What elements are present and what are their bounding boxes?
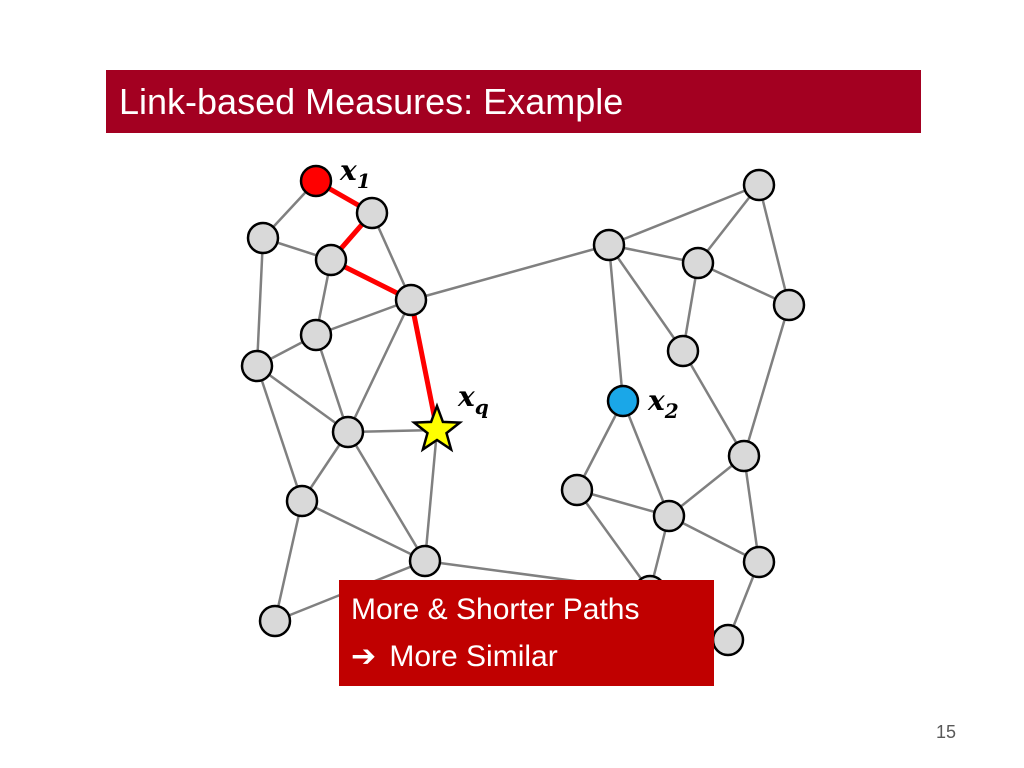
x2-node xyxy=(606,384,640,418)
graph-node xyxy=(742,168,776,202)
variable-labels: x1 xq x2 xyxy=(339,154,679,423)
graph-node xyxy=(246,221,280,255)
graph-edge xyxy=(696,261,791,307)
path-edge xyxy=(408,297,440,433)
x2-label-var: x xyxy=(647,384,665,417)
x2-label: x2 xyxy=(647,384,679,423)
graph-node xyxy=(408,544,442,578)
graph-edge xyxy=(423,428,439,563)
graph-node xyxy=(285,484,319,518)
graph-node xyxy=(560,473,594,507)
graph-edge xyxy=(314,333,350,434)
graph-edge xyxy=(314,298,413,337)
callout-line-2: ➔ More Similar xyxy=(351,637,558,677)
x1-label-sub: 1 xyxy=(357,169,371,193)
graph-edge xyxy=(575,399,625,492)
graph-nodes xyxy=(240,164,806,657)
graph-node xyxy=(331,415,365,449)
slide-title: Link-based Measures: Example xyxy=(119,81,624,122)
graph-node xyxy=(355,196,389,230)
graph-node xyxy=(394,283,428,317)
graph-node xyxy=(652,499,686,533)
query-star xyxy=(410,402,464,453)
graph-edge xyxy=(300,499,427,563)
graph-edge xyxy=(667,514,761,564)
callout-line-1: More & Shorter Paths xyxy=(351,593,640,626)
callout-box: More & Shorter Paths ➔ More Similar xyxy=(339,580,714,686)
graph-node xyxy=(299,318,333,352)
graph-node xyxy=(727,439,761,473)
graph-edge xyxy=(757,183,791,307)
graph-edge xyxy=(575,488,652,593)
x1-label: x1 xyxy=(339,154,371,193)
graph-edge xyxy=(346,298,413,434)
title-bar: Link-based Measures: Example xyxy=(106,70,921,133)
graph-edge xyxy=(742,454,761,564)
right-arrow-icon: ➔ xyxy=(351,640,377,673)
xq-label-var: x xyxy=(457,380,475,413)
graph-node xyxy=(666,334,700,368)
xq-label-sub: q xyxy=(475,395,489,419)
graph-edge xyxy=(681,349,746,458)
page-number: 15 xyxy=(936,722,957,742)
xq-label: xq xyxy=(457,380,489,419)
graph-edge xyxy=(621,399,671,518)
graph-edge xyxy=(696,183,761,265)
graph-node xyxy=(314,243,348,277)
x1-node xyxy=(299,164,333,198)
graph-node xyxy=(711,623,745,657)
graph-edge xyxy=(607,243,625,403)
x1-label-var: x xyxy=(339,154,357,187)
graph-edge xyxy=(255,364,350,434)
graph-edge xyxy=(607,183,761,247)
x2-label-sub: 2 xyxy=(664,399,679,423)
graph-edge xyxy=(742,303,791,458)
graph-node xyxy=(772,288,806,322)
graph-edge xyxy=(607,243,685,353)
graph-node xyxy=(592,228,626,262)
graph-node xyxy=(258,604,292,638)
graph-edge xyxy=(346,430,427,563)
graph-edge xyxy=(255,236,265,368)
graph-node xyxy=(681,246,715,280)
callout-line-2-text: More Similar xyxy=(389,640,558,673)
graph-edge xyxy=(255,364,304,503)
graph-edge xyxy=(273,499,304,623)
star-icon xyxy=(410,402,464,453)
graph-node xyxy=(742,545,776,579)
graph-node xyxy=(240,349,274,383)
graph-edge xyxy=(409,243,611,302)
